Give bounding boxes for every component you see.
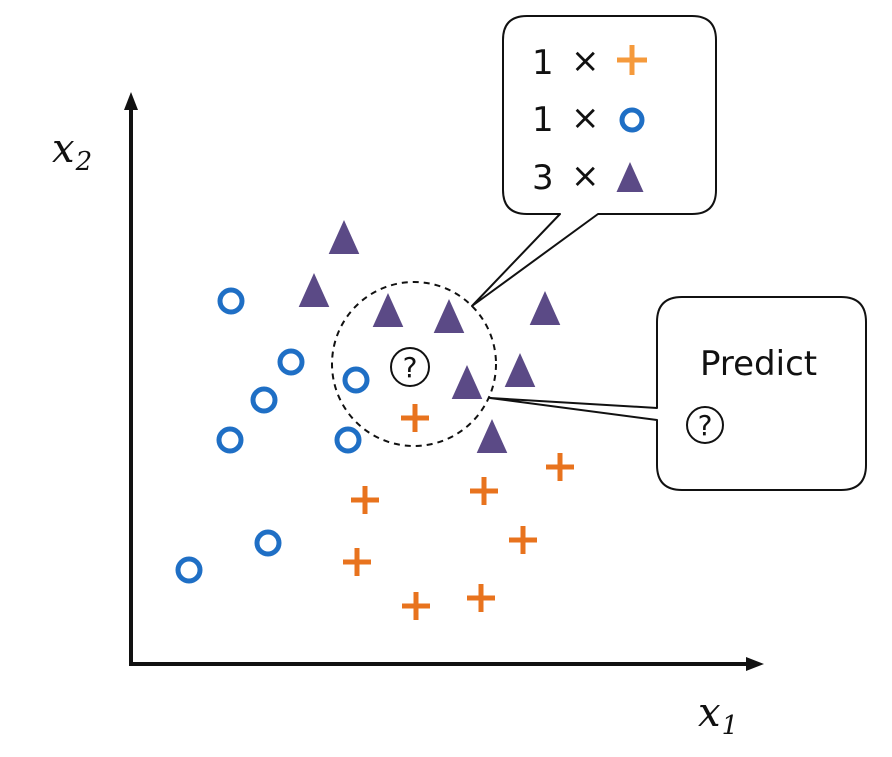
y-axis-arrowhead bbox=[124, 92, 138, 110]
plus-marker bbox=[617, 45, 647, 75]
plus-marker bbox=[401, 404, 429, 432]
circle-marker bbox=[216, 426, 244, 454]
triangle-marker bbox=[433, 299, 465, 333]
triangle-marker bbox=[529, 291, 561, 325]
circle-marker bbox=[250, 386, 278, 414]
query-point-symbol: ? bbox=[403, 351, 418, 384]
triangle-marker bbox=[616, 162, 644, 192]
x-axis-label-subscript: 1 bbox=[722, 711, 739, 741]
vote-times-triangle: × bbox=[571, 156, 600, 196]
plus-marker bbox=[402, 592, 430, 620]
vote-bubble-shape bbox=[471, 15, 717, 307]
plus-marker bbox=[343, 548, 371, 576]
triangle-marker bbox=[372, 293, 404, 327]
plus-marker bbox=[546, 453, 574, 481]
circle-marker bbox=[217, 287, 245, 315]
vote-bubble: 1 × 1 × 3 × bbox=[471, 15, 717, 307]
vote-times-circle: × bbox=[571, 98, 600, 138]
triangle-marker bbox=[328, 220, 360, 254]
x-axis-label: x1 bbox=[698, 690, 738, 741]
predict-title: Predict bbox=[700, 344, 817, 384]
vote-count-triangle: 3 bbox=[532, 158, 554, 198]
vote-times-plus: × bbox=[571, 41, 600, 81]
x-axis-arrowhead bbox=[746, 657, 764, 671]
circle-marker bbox=[175, 556, 203, 584]
neighborhood-circle bbox=[331, 281, 497, 447]
plus-marker bbox=[509, 526, 537, 554]
data-points bbox=[175, 220, 574, 620]
vote-count-circle: 1 bbox=[532, 100, 554, 140]
circle-marker bbox=[277, 348, 305, 376]
circle-marker bbox=[254, 529, 282, 557]
plus-marker bbox=[467, 584, 495, 612]
y-axis-label: x2 bbox=[52, 126, 92, 177]
plus-marker bbox=[470, 477, 498, 505]
vote-icons bbox=[616, 45, 647, 192]
predict-query-symbol: ? bbox=[698, 409, 713, 442]
predict-query-circle bbox=[686, 406, 724, 444]
triangle-marker bbox=[298, 273, 330, 307]
triangle-marker bbox=[476, 419, 508, 453]
query-point-circle bbox=[390, 347, 430, 387]
vote-count-plus: 1 bbox=[532, 43, 554, 83]
query-point: ? bbox=[390, 347, 430, 387]
y-axis-label-subscript: 2 bbox=[75, 147, 93, 177]
predict-bubble: Predict ? bbox=[489, 296, 867, 491]
axes: x2 x1 bbox=[52, 92, 764, 741]
triangle-marker bbox=[504, 353, 536, 387]
circle-marker bbox=[619, 107, 645, 133]
circle-marker bbox=[342, 366, 370, 394]
plus-marker bbox=[351, 486, 379, 514]
triangle-marker bbox=[451, 365, 483, 399]
circle-marker bbox=[334, 426, 362, 454]
predict-bubble-shape bbox=[489, 296, 867, 491]
